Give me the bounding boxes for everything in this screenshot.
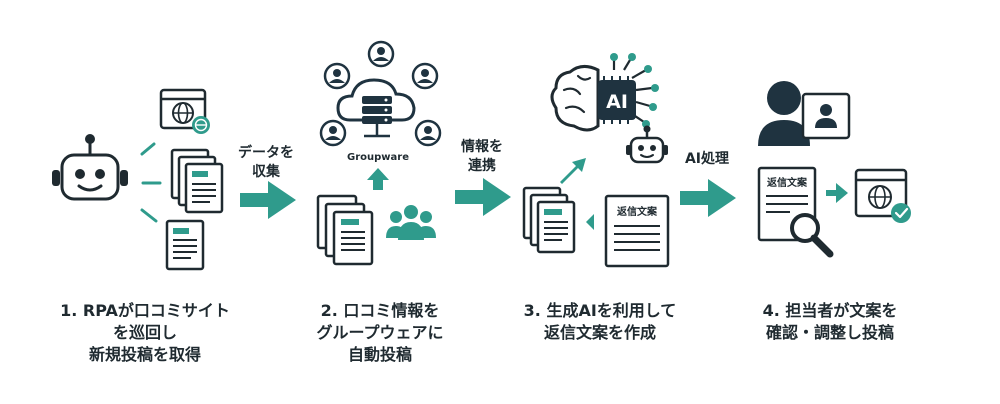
check-badge-icon <box>891 203 911 223</box>
small-arrow-icon <box>826 183 848 203</box>
arrow-label-ai: AI処理 <box>672 150 742 169</box>
small-robot-icon <box>626 125 668 164</box>
flow-arrow-1 <box>240 181 296 219</box>
document-icon <box>165 219 205 271</box>
arrow-label-line: 収集 <box>252 164 280 180</box>
small-arrow-icon <box>586 214 594 230</box>
robot-icon <box>52 134 128 201</box>
documents-stack-icon <box>522 186 576 254</box>
arrow-label-line: 情報を <box>461 139 503 155</box>
browser-globe-icon <box>854 168 911 223</box>
user-avatar-icon <box>319 119 347 147</box>
flow-arrow-2 <box>455 178 511 216</box>
reply-doc-label: 返信文案 <box>617 205 658 218</box>
groupware-label: Groupware <box>347 152 409 163</box>
step-caption-line: 確認・調整し投稿 <box>765 323 894 342</box>
step-caption-1: 1. RPAが口コミサイト を巡回し 新規投稿を取得 <box>30 300 260 366</box>
arrow-label-line: データを <box>238 145 294 161</box>
groupware-server-icon: Groupware <box>319 40 442 163</box>
documents-stack-icon <box>170 148 224 214</box>
step-caption-line: 返信文案を作成 <box>543 323 656 342</box>
person-icon <box>758 81 810 146</box>
ai-brain-icon: AI <box>550 53 659 132</box>
user-avatar-icon <box>411 62 439 90</box>
step-caption-line: 3. 生成AIを利用して <box>523 301 677 320</box>
diagonal-arrow-icon <box>560 158 586 184</box>
profile-card-icon <box>801 92 851 140</box>
step-caption-line: 自動投稿 <box>347 345 412 364</box>
server-icon <box>362 96 392 138</box>
review-doc-label: 返信文案 <box>767 176 808 189</box>
magnifier-icon <box>790 213 834 258</box>
step-caption-line: 2. 口コミ情報を <box>320 301 440 320</box>
arrow-label-line: 連携 <box>468 158 496 174</box>
user-avatar-icon <box>414 119 442 147</box>
step-caption-line: グループウェアに <box>316 323 444 342</box>
browser-globe-icon <box>159 88 210 134</box>
step-caption-4: 4. 担当者が文案を 確認・調整し投稿 <box>720 300 940 344</box>
flow-arrow-3 <box>680 179 736 217</box>
documents-stack-icon <box>316 194 374 266</box>
arrow-label-collect: データを 収集 <box>234 144 298 182</box>
step-caption-line: 1. RPAが口コミサイト <box>60 301 230 320</box>
arrow-label-line: AI処理 <box>684 151 730 167</box>
team-icon <box>386 205 436 240</box>
arrow-label-link: 情報を 連携 <box>450 138 514 176</box>
robot-rays <box>140 142 162 223</box>
step-caption-3: 3. 生成AIを利用して 返信文案を作成 <box>500 300 700 344</box>
step-caption-line: 新規投稿を取得 <box>88 345 201 364</box>
reply-draft-document-icon: 返信文案 <box>604 194 670 268</box>
ai-chip-label: AI <box>606 91 628 113</box>
user-avatar-icon <box>323 62 351 90</box>
up-arrow-icon <box>367 168 389 190</box>
step-caption-2: 2. 口コミ情報を グループウェアに 自動投稿 <box>280 300 480 366</box>
user-avatar-icon <box>367 40 395 68</box>
step-caption-line: 4. 担当者が文案を <box>762 301 898 320</box>
step-caption-line: を巡回し <box>112 323 177 342</box>
